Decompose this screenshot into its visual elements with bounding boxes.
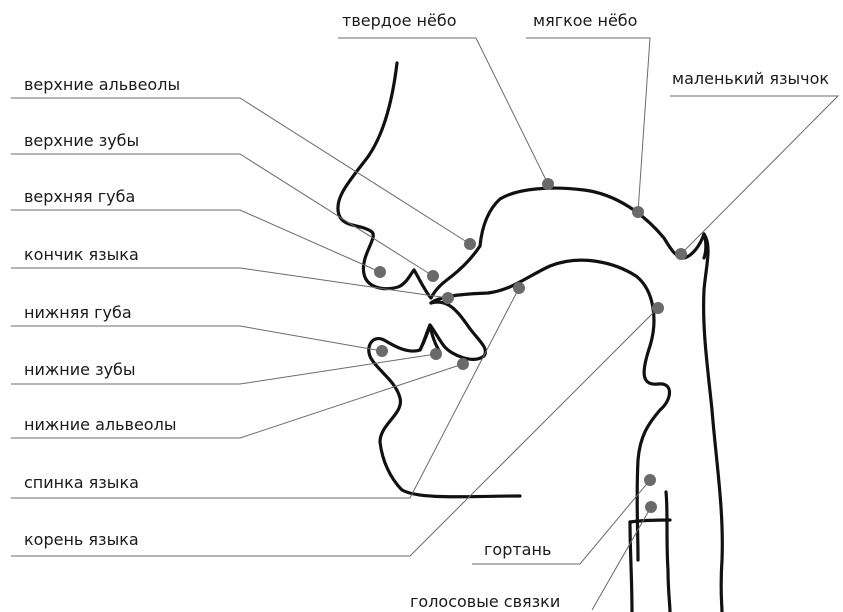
vocal-cords-outline [630,520,670,522]
label-soft-palate: мягкое нёбо [533,11,637,30]
label-upper-teeth: верхние зубы [24,131,139,150]
dot-hard-palate [542,178,554,190]
label-tongue-root: корень языка [24,530,139,549]
dot-tongue-root [652,302,664,314]
upper-teeth-outline [414,246,480,298]
dot-tongue-tip [442,292,454,304]
leader-vocal-cords [592,507,651,610]
tongue-outline [431,260,670,560]
leader-upper-alveoli [11,98,470,244]
leader-lines [11,38,838,610]
dot-upper-teeth [427,270,439,282]
label-lower-lip: нижняя губа [24,303,132,322]
label-upper-alveoli: верхние альвеолы [24,75,180,94]
label-tongue-back: спинка языка [24,473,139,492]
label-lower-teeth: нижние зубы [24,360,136,379]
leader-uvula [670,96,838,254]
uvula-outline [704,234,706,258]
face-profile [338,63,414,289]
dot-vocal-cords [645,501,657,513]
dot-soft-palate [632,206,644,218]
leader-hard-palate [338,38,548,184]
label-larynx: гортань [484,540,551,559]
label-tongue-tip: кончик языка [24,245,139,264]
lower-lip-jaw-outline [369,302,520,497]
pharynx-back-wall [704,234,723,612]
label-lower-alveoli: нижние альвеолы [24,415,176,434]
label-hard-palate: твердое нёбо [342,11,457,30]
dot-tongue-back [513,282,525,294]
dot-lower-teeth [430,348,442,360]
palate-outline [480,188,704,258]
dot-lower-lip [376,345,388,357]
dot-larynx [644,474,656,486]
larynx-outline [666,492,670,612]
head-outline [338,63,722,612]
dot-upper-lip [374,266,386,278]
dot-uvula [675,248,687,260]
dot-upper-alveoli [464,238,476,250]
label-uvula: маленький язычок [672,69,829,88]
larynx-front [630,522,632,612]
dot-lower-alveoli [457,358,469,370]
labels: твердое нёбо мягкое нёбо маленький язычо… [24,11,829,611]
label-vocal-cords: голосовые связки [410,592,560,611]
label-upper-lip: верхняя губа [24,187,135,206]
leader-lower-lip [11,326,382,351]
